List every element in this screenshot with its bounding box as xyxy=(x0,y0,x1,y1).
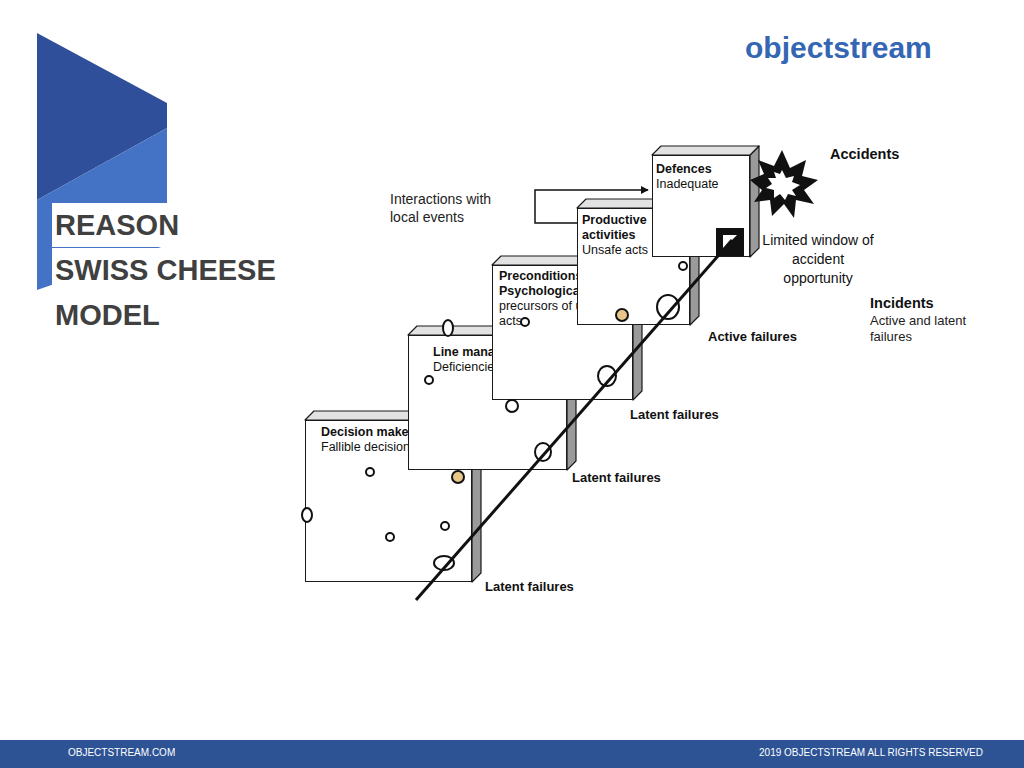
cheese-hole xyxy=(366,468,374,476)
cheese-hole xyxy=(443,320,453,336)
brand-logo: objectstream xyxy=(745,30,975,66)
slice-body: Inadequate xyxy=(656,177,745,192)
outcome-label: Incidents xyxy=(870,294,980,312)
note-text: Active and latent failures xyxy=(870,313,982,345)
cheese-hole xyxy=(506,400,518,412)
accident-burst-core xyxy=(766,170,800,200)
callout-text: Interactions with local events xyxy=(390,190,515,226)
cheese-hole xyxy=(452,471,464,483)
footer-bar xyxy=(0,740,1024,768)
failure-label: Latent failures xyxy=(572,470,702,486)
cheese-hole xyxy=(425,376,433,384)
cheese-hole xyxy=(679,262,687,270)
slice-top xyxy=(652,146,759,155)
slide-title: REASON SWISS CHEESE MODEL xyxy=(55,203,278,338)
cheese-hole xyxy=(616,309,628,321)
footer-text: 2019 OBJECTSTREAM ALL RIGHTS RESERVED xyxy=(683,746,983,760)
cheese-hole xyxy=(302,508,312,522)
accident-burst xyxy=(750,150,818,218)
slice-heading: Defences xyxy=(656,162,745,177)
cheese-hole xyxy=(535,443,551,461)
failure-label: Latent failures xyxy=(485,579,615,595)
cheese-hole xyxy=(386,533,394,541)
cheese-hole xyxy=(657,295,679,319)
outcome-label: Accidents xyxy=(830,145,940,163)
cheese-hole xyxy=(441,522,449,530)
failure-label: Active failures xyxy=(708,329,838,345)
note-text: Limited window of accident opportunity xyxy=(762,231,874,288)
footer-text: OBJECTSTREAM.COM xyxy=(68,746,268,760)
failure-label: Latent failures xyxy=(630,407,760,423)
cheese-hole xyxy=(521,318,529,326)
